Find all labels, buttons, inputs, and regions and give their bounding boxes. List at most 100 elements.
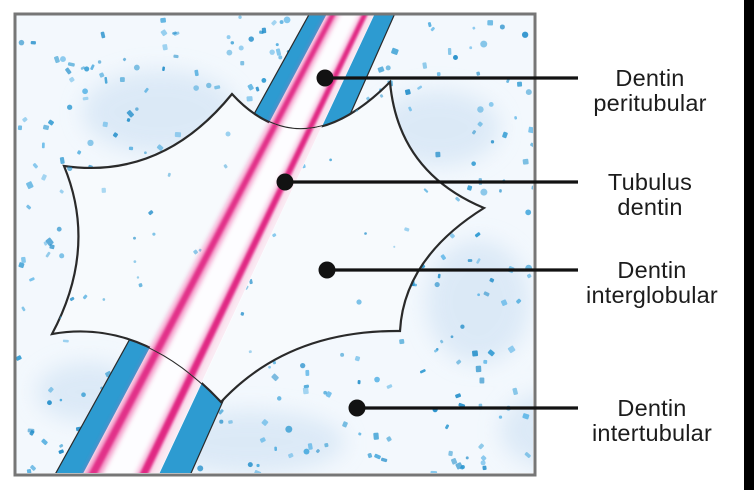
speckle: [380, 457, 388, 463]
speckle: [69, 296, 75, 302]
speckle: [249, 278, 253, 285]
speckle: [271, 373, 279, 382]
speckle: [247, 83, 254, 91]
speckle: [530, 142, 533, 149]
speckle: [423, 188, 429, 193]
speckle: [440, 254, 446, 261]
speckle: [126, 110, 135, 118]
speckle: [247, 462, 253, 468]
speckle: [522, 158, 529, 165]
speckle: [261, 27, 267, 34]
speckle: [393, 245, 396, 248]
speckle: [136, 276, 140, 279]
speckle: [261, 78, 267, 83]
speckle: [261, 419, 269, 426]
speckle: [465, 456, 469, 460]
speckle: [386, 384, 393, 389]
speckle: [459, 466, 464, 470]
speckle: [412, 283, 417, 287]
label-dentin-intertubular: Dentin intertubular: [592, 395, 712, 446]
speckle: [507, 345, 516, 354]
speckle: [274, 446, 278, 451]
speckle: [255, 86, 260, 92]
label-tubulus-dentin: Tubulus dentin: [608, 169, 692, 220]
speckle: [455, 196, 461, 202]
speckle: [434, 281, 440, 288]
speckle: [477, 121, 483, 127]
speckle: [487, 349, 495, 357]
speckle: [32, 163, 38, 169]
speckle: [97, 60, 102, 64]
label-text: dentin: [617, 194, 682, 220]
speckle: [430, 26, 435, 32]
speckle: [283, 16, 291, 24]
speckle: [148, 210, 154, 216]
speckle: [172, 31, 177, 35]
speckle: [329, 158, 332, 162]
label-text: interglobular: [586, 282, 718, 308]
speckle: [102, 298, 106, 301]
speckle: [478, 443, 484, 450]
speckle: [474, 232, 481, 238]
speckle: [374, 376, 380, 383]
speckle: [525, 89, 532, 96]
speckle: [248, 36, 254, 42]
label-text: intertubular: [592, 420, 712, 446]
speckle: [391, 47, 399, 55]
speckle: [160, 29, 168, 37]
speckle: [307, 443, 313, 450]
speckle: [456, 359, 462, 365]
speckle: [303, 448, 310, 455]
speckle: [197, 465, 204, 472]
speckle: [82, 294, 88, 300]
speckle: [480, 455, 487, 461]
speckle: [18, 39, 25, 46]
speckle: [430, 470, 438, 473]
speckle: [226, 35, 231, 40]
speckle: [472, 130, 477, 135]
speckle: [246, 96, 253, 102]
speckle: [223, 164, 228, 169]
speckle: [476, 71, 481, 76]
speckle: [45, 237, 54, 246]
speckle: [404, 89, 411, 95]
interglobular-dentin-star: [49, 79, 487, 404]
speckle: [288, 453, 294, 459]
speckle: [254, 470, 262, 473]
label-text: Tubulus: [608, 169, 692, 195]
speckle: [471, 161, 476, 166]
speckle: [502, 131, 508, 139]
speckle: [256, 463, 260, 468]
speckle: [102, 121, 108, 128]
speckle: [99, 72, 105, 78]
speckle: [285, 425, 293, 433]
speckle: [144, 87, 149, 93]
speckle: [219, 419, 224, 424]
speckle: [516, 298, 522, 304]
speckle: [448, 450, 453, 457]
speckle: [483, 359, 488, 364]
speckle: [59, 444, 64, 448]
speckle: [77, 150, 82, 155]
speckle: [475, 365, 482, 373]
speckle: [436, 72, 441, 77]
speckle: [206, 82, 212, 89]
speckle: [305, 369, 310, 376]
speckle: [104, 76, 108, 84]
speckle: [364, 232, 367, 235]
speckle: [300, 362, 306, 369]
speckle: [30, 40, 36, 45]
speckle: [238, 45, 244, 51]
speckle: [26, 204, 32, 210]
label-text: Dentin: [617, 257, 686, 283]
speckle: [144, 151, 147, 155]
speckle: [41, 142, 45, 149]
speckle: [447, 47, 452, 55]
speckle: [476, 258, 481, 264]
speckle: [26, 468, 32, 473]
speckle: [324, 442, 329, 448]
speckle: [325, 391, 332, 398]
speckle: [82, 96, 89, 101]
label-text: Dentin: [617, 395, 686, 421]
speckle: [279, 20, 284, 25]
